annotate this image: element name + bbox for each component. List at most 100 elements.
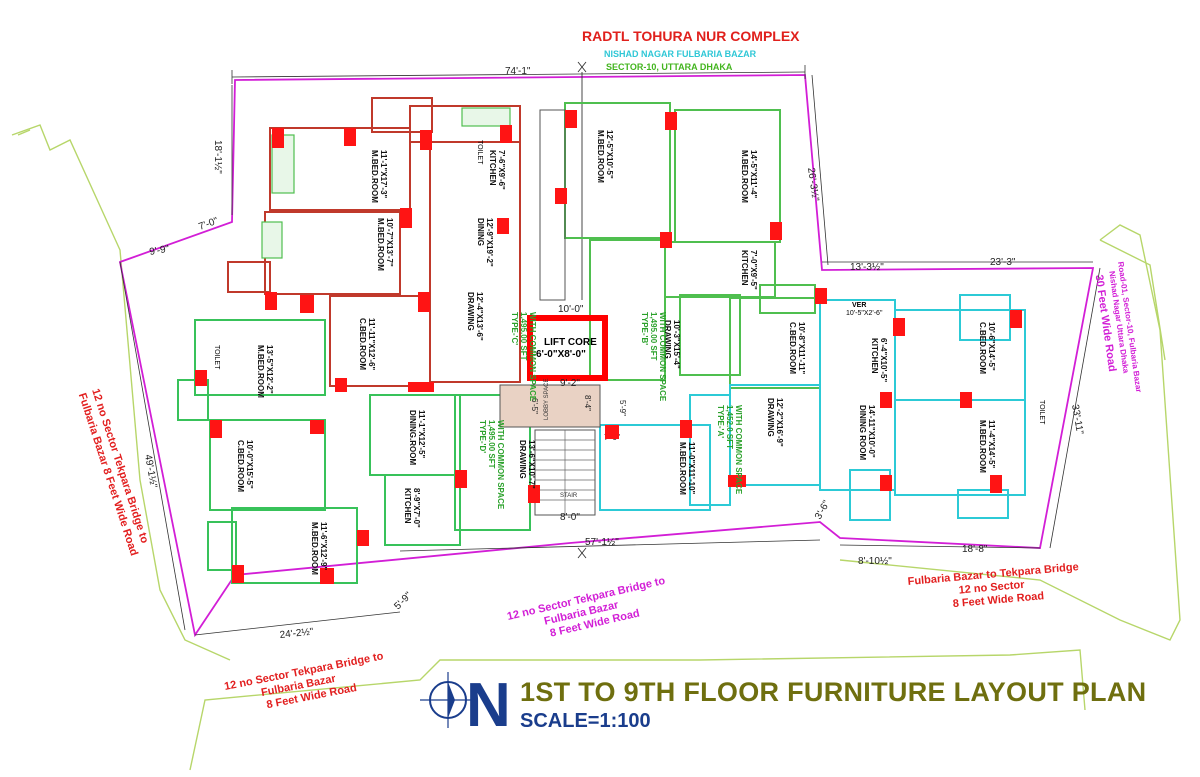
road-edges (11, 124, 1181, 771)
road-label-left: 12 no Sector Tekpara Bridge to Fulbaria … (76, 387, 151, 557)
dim-lobby-a: 6'-5" (530, 398, 539, 414)
svg-text:WITH COMMON SPACE: WITH COMMON SPACE (496, 420, 505, 510)
address-line-2: SECTOR-10, UTTARA DHAKA (606, 62, 733, 72)
room-label: DINING (476, 218, 485, 246)
section-marker-top (577, 61, 587, 559)
room-size: 13'-5"X12'-2" (265, 345, 274, 394)
unit-type-d-label: TYPE-'D' 1,495.00 SFT WITH COMMON SPACE (478, 420, 505, 510)
dim-right-upper: 26'-3½" (805, 167, 821, 202)
room-label: M.BED.ROOM (596, 130, 605, 183)
room-label: KITCHEN (870, 338, 879, 374)
svg-text:TYPE-'D': TYPE-'D' (478, 420, 487, 453)
room-size: 12'-4"X13'-6" (475, 292, 484, 341)
toilet-label: TOILET (476, 140, 483, 165)
room-label: DRAWING (766, 398, 775, 437)
ver-label: VER (852, 302, 866, 309)
room-label: M.BED.ROOM (678, 442, 687, 495)
room-size: 8'-9"X7'-0" (412, 488, 421, 528)
room-size: 11'-4"X14'-5" (987, 420, 996, 469)
room-size: 11'-1"X12'-5" (417, 410, 426, 459)
dim-bottom-right: 18'-8" (962, 544, 988, 555)
dim-lobby-c: 5'-9" (618, 400, 627, 416)
dim-stair-width: 8'-0" (560, 512, 580, 523)
room-label: DINING.ROOM (408, 410, 417, 465)
road-label-right: Road-01, Sector-10, Fulbaria Bazar Nisha… (1093, 261, 1144, 393)
room-size: 11'-0"X11'-10" (687, 442, 696, 495)
svg-text:WITH COMMON SPACE: WITH COMMON SPACE (528, 312, 537, 402)
dim-top: 74'-1" (505, 66, 531, 77)
room-size: 11'-6"X12'-9" (319, 522, 328, 571)
unit-type-b-label: TYPE-'B' 1,495.00 SFT WITH COMMON SPACE (640, 312, 667, 402)
room-size: 14'-5"X11'-4" (749, 150, 758, 199)
lift-core-size: 6'-0"X8'-0" (536, 349, 586, 360)
plan-title: 1ST TO 9TH FLOOR FURNITURE LAYOUT PLAN (520, 677, 1146, 707)
dim-right-top: 23'-3" (990, 257, 1016, 268)
room-size: 10'-3"X15'-4" (672, 320, 681, 369)
stair-label: STAIR (560, 493, 578, 499)
room-size: 10'-7"X13'-7" (385, 218, 394, 267)
lobby-label: LOBBY SPACE (544, 379, 550, 420)
room-size: 11'-1"X17'-3" (379, 150, 388, 199)
svg-text:1,495.00 SFT: 1,495.00 SFT (487, 420, 496, 469)
north-letter: N (466, 671, 511, 740)
address-line-1: NISHAD NAGAR FULBARIA BAZAR (604, 49, 757, 59)
project-title: RADTL TOHURA NUR COMPLEX (582, 28, 800, 44)
room-label: M.BED.ROOM (310, 522, 319, 575)
room-size: 7'-6"X9'-6" (497, 150, 506, 190)
svg-text:TYPE-'B': TYPE-'B' (640, 312, 649, 345)
room-label: DRAWING (466, 292, 475, 331)
room-label: M.BED.ROOM (256, 345, 265, 398)
room-size: 10'-8"X11'-11" (797, 322, 806, 375)
room-size: 10'-0"X15'-5" (245, 440, 254, 489)
svg-text:1,495.00 SFT: 1,495.00 SFT (649, 312, 658, 361)
dim-bottom: 57'-1½" (585, 537, 619, 548)
room-label: C.BED.ROOM (358, 318, 367, 370)
room-label: C.BED.ROOM (978, 322, 987, 374)
room-label: KITCHEN (403, 488, 412, 524)
left-dimension (119, 85, 233, 631)
unit-type-c-label: TYPE-'C' 1,495.00 SFT WITH COMMON SPACE (510, 312, 537, 402)
room-size: 13'-6"X10'-7" (527, 440, 536, 489)
road-label-bottom-mid: 12 no Sector Tekpara Bridge to Fulbaria … (506, 575, 667, 640)
svg-text:TYPE-'C': TYPE-'C' (510, 312, 519, 345)
room-label: M.BED.ROOM (978, 420, 987, 473)
room-label: C.BED.ROOM (236, 440, 245, 492)
bottom-dimension (194, 539, 821, 636)
room-size: 14'-11"X10'-0" (867, 405, 876, 458)
lift-core-label: LIFT CORE (544, 337, 597, 348)
dim-lobby-width: 9'-2" (560, 378, 580, 389)
dim-left-bottom: 5'-9" (392, 590, 414, 612)
plan-scale: SCALE=1:100 (520, 710, 651, 732)
room-size: 12'-9"X19'-2" (485, 218, 494, 267)
north-arrow-icon (420, 672, 476, 728)
dim-bottom-mid: 8'-10½" (858, 556, 892, 567)
small-labels: VER 10'-5"X2'-6" TOILET TOILET TOILET (213, 140, 1045, 425)
room-size: 7'-0"X9'-5" (749, 250, 758, 290)
room-size: 12'-2"X16'-9" (775, 398, 784, 447)
room-label: M.BED.ROOM (370, 150, 379, 203)
svg-text:WITH COMMON SPACE: WITH COMMON SPACE (734, 405, 743, 495)
room-size: 6'-4"X10'-5" (879, 338, 888, 383)
road-label-bottom-left: 12 no Sector Tekpara Bridge to Fulbaria … (223, 650, 384, 711)
core (499, 109, 608, 516)
dim-right-small: 3'-6" (813, 498, 833, 521)
room-size: 12'-5"X10'-5" (605, 130, 614, 179)
room-label: C.BED.ROOM (788, 322, 797, 374)
dim-right-notch: 13'-3½" (850, 262, 884, 273)
dim-left-top3: 9'-9" (149, 244, 171, 258)
unit-type-a-label: TYPE-'A' 1,452.0 SFT WITH COMMON SPACE (716, 405, 743, 495)
svg-text:TYPE-'A': TYPE-'A' (716, 405, 725, 438)
room-size: 11'-11"X12'-6" (367, 318, 376, 371)
top-dimension (231, 65, 806, 84)
room-size: 10'-6"X14'-5" (987, 322, 996, 371)
right-dimensions (811, 74, 1101, 549)
room-label: M.BED.ROOM (376, 218, 385, 271)
unit-type-d (177, 319, 531, 584)
room-label: DRAWING (663, 320, 672, 359)
dim-right: 33'-11" (1069, 404, 1085, 436)
toilet-label: TOILET (1038, 400, 1045, 425)
dim-left: 49'-1½" (142, 454, 159, 490)
